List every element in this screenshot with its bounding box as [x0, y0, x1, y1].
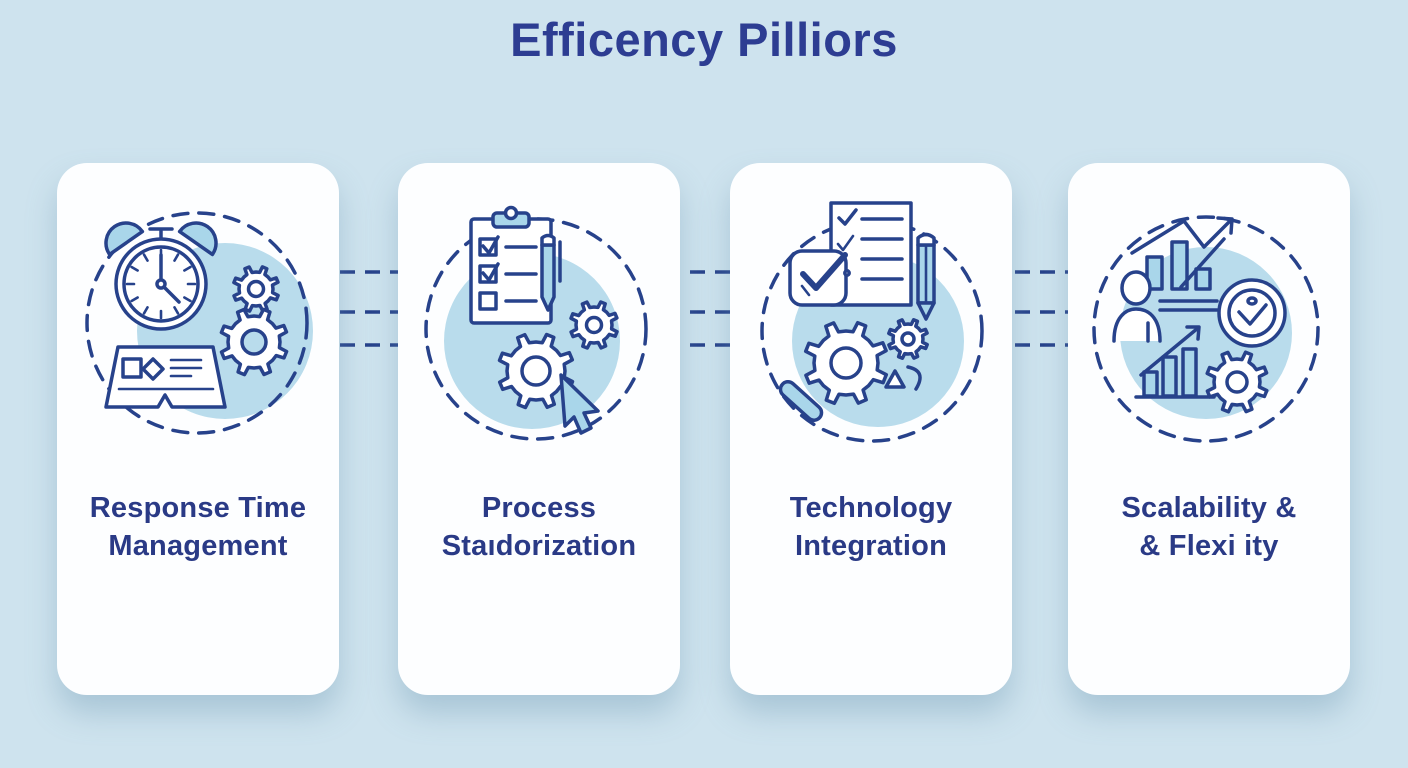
pen-icon — [540, 233, 562, 312]
pencil-icon — [916, 232, 936, 321]
report-sheet-icon — [104, 345, 227, 409]
card-technology-integration: Technology Integration — [730, 163, 1012, 695]
swoosh-line — [906, 365, 922, 391]
card-process-standardization: Process Staıdorization — [398, 163, 680, 695]
alarm-clock-gears-report-icon — [85, 211, 313, 435]
cursor-icon — [559, 373, 600, 435]
gear-icon — [497, 300, 619, 410]
card-label: Technology Integration — [789, 492, 953, 563]
person-charts-clock-gear-icon — [1092, 215, 1320, 443]
alarm-clock-icon — [104, 221, 218, 331]
card-label: Response Time Management — [89, 492, 307, 563]
gear-icon — [1205, 350, 1269, 414]
card-label: Scalability & & Flexi ity — [1121, 492, 1297, 563]
dashed-ring — [1092, 215, 1320, 443]
rising-bar-chart-icon — [1134, 325, 1216, 399]
growth-bar-chart-icon — [1130, 216, 1234, 312]
triangle-icon — [884, 369, 906, 389]
card-scalability-flexibility: Scalability & & Flexi ity — [1068, 163, 1350, 695]
dashed-ring — [85, 211, 309, 435]
card-label: Process Staıdorization — [441, 492, 637, 563]
card-response-time-management: Response Time Management — [57, 163, 339, 695]
magnifier-gear-icon — [778, 318, 929, 422]
checklist-gears-cursor-icon — [424, 205, 648, 441]
clock-check-icon — [1217, 278, 1287, 348]
page-title: Efficency Pilliors — [510, 13, 898, 66]
clipboard-checklist-icon — [469, 205, 553, 325]
dashed-ring — [760, 219, 984, 443]
dashed-ring — [424, 217, 648, 441]
check-badge-icon — [788, 249, 851, 307]
gear-icon — [219, 265, 289, 377]
document-check-gear-magnifier-icon — [760, 201, 984, 443]
person-icon — [1112, 270, 1162, 343]
